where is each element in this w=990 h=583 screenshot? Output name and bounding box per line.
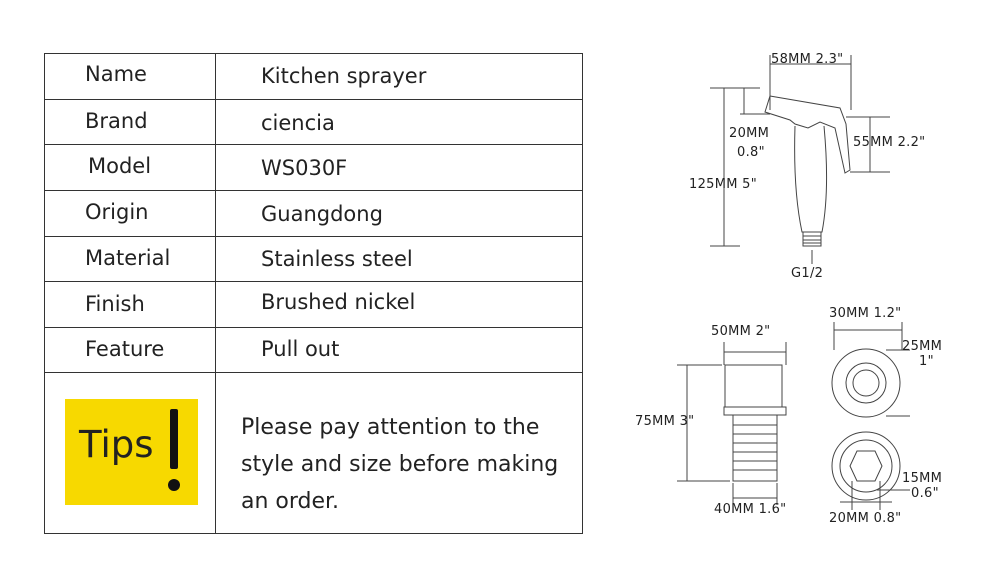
spec-row-name: Name Kitchen sprayer xyxy=(45,54,582,100)
tips-text: Please pay attention to the style and si… xyxy=(241,415,559,514)
dim-holder-height: 75MM 3" xyxy=(635,414,695,429)
dim-nozzle-in: 0.8" xyxy=(737,145,765,160)
tips-badge-label: Tips xyxy=(79,423,154,466)
spec-row-origin: Origin Guangdong xyxy=(45,191,582,237)
dim-thread: G1/2 xyxy=(791,266,824,281)
spec-value: Pull out xyxy=(261,337,340,361)
column-divider xyxy=(215,54,216,373)
dim-holder-width: 50MM 2" xyxy=(711,324,771,339)
spec-label: Origin xyxy=(85,200,149,224)
spec-value: WS030F xyxy=(261,156,348,180)
exclamation-dot-icon xyxy=(168,479,180,491)
dim-nozzle-mm: 20MM xyxy=(729,126,770,141)
spec-value: Kitchen sprayer xyxy=(261,64,427,88)
exclamation-icon xyxy=(170,409,178,469)
spec-value: Brushed nickel xyxy=(261,290,416,314)
spec-value: Guangdong xyxy=(261,202,383,226)
spec-label: Name xyxy=(85,62,147,86)
dim-round-outer: 30MM 1.2" xyxy=(829,306,902,321)
spec-value: ciencia xyxy=(261,111,335,135)
spec-row-feature: Feature Pull out xyxy=(45,328,582,373)
dim-round-inner-in: 1" xyxy=(919,354,934,369)
dim-trigger-height: 55MM 2.2" xyxy=(853,135,926,150)
dim-sprayer-width: 58MM 2.3" xyxy=(771,52,844,67)
spec-row-brand: Brand ciencia xyxy=(45,100,582,145)
tips-divider xyxy=(215,373,216,533)
spec-value: Stainless steel xyxy=(261,247,413,271)
dim-total-height: 125MM 5" xyxy=(689,177,758,192)
spec-table: Name Kitchen sprayer Brand ciencia Model… xyxy=(44,53,583,534)
tips-badge: Tips xyxy=(65,399,198,505)
dim-round-inner-mm: 25MM xyxy=(902,339,943,354)
spec-label: Finish xyxy=(85,292,145,316)
dim-hex-outer: 20MM 0.8" xyxy=(829,511,902,526)
spec-row-finish: Finish Brushed nickel xyxy=(45,282,582,328)
spec-label: Model xyxy=(88,154,152,178)
spec-label: Material xyxy=(85,246,171,270)
dim-holder-base: 40MM 1.6" xyxy=(714,502,787,517)
spec-label: Brand xyxy=(85,109,148,133)
spec-row-model: Model WS030F xyxy=(45,145,582,191)
dim-hex-mm: 15MM xyxy=(902,471,943,486)
dim-hex-in: 0.6" xyxy=(911,486,939,501)
spec-label: Feature xyxy=(85,337,165,361)
spec-row-material: Material Stainless steel xyxy=(45,237,582,282)
